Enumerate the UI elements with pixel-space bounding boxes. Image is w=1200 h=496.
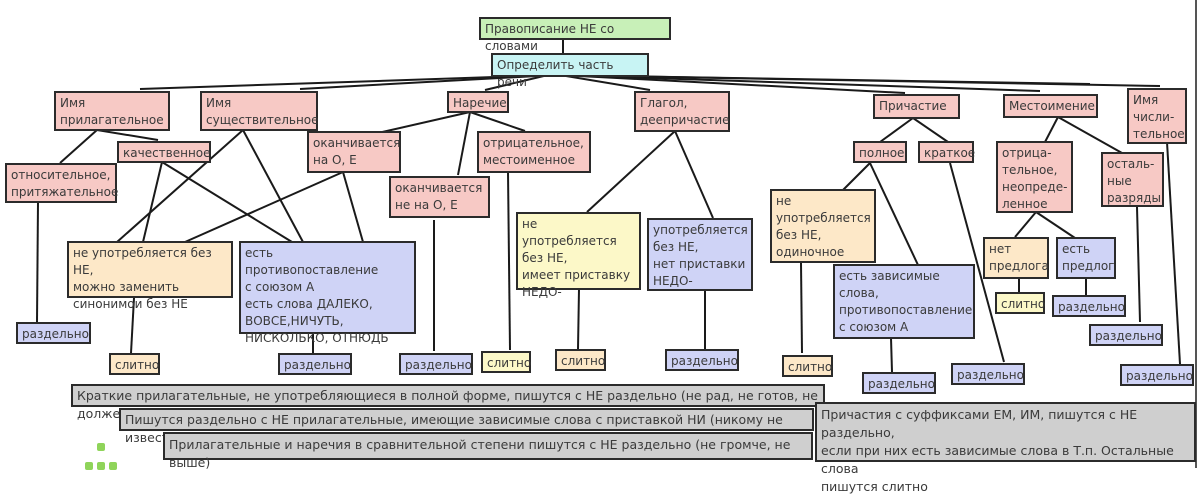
node-pronoun: Местоимение: [1003, 94, 1098, 118]
cond-verb-used: употребляется без НЕ, нет приставки НЕДО…: [647, 218, 753, 291]
canvas-edge: [1195, 0, 1197, 468]
node-participle-full: полное: [853, 141, 907, 163]
root-node: Определить часть речи: [491, 53, 649, 89]
node-participle-short: краткое: [918, 141, 975, 163]
node-adverb: Наречие: [447, 91, 509, 113]
result-separate: раздельно: [1052, 295, 1126, 317]
cond-no-preposition: нет предлога: [983, 237, 1049, 279]
result-separate: раздельно: [399, 353, 473, 375]
result-separate: раздельно: [1120, 364, 1194, 386]
diagram-title: Правописание НЕ со словами: [479, 17, 671, 53]
node-adv-negative: отрицательное, местоименное: [477, 131, 591, 173]
cond-participle-single: не употребляется без НЕ, одиночное: [770, 189, 876, 263]
result-together: слитно: [109, 353, 160, 375]
decorative-dot: [109, 462, 117, 470]
node-adjective: Имя прилагательное: [54, 91, 170, 131]
result-separate: раздельно: [862, 372, 936, 394]
cond-verb-nedo: не употребляется без НЕ, имеет приставку…: [516, 212, 641, 299]
result-together: слитно: [782, 355, 833, 377]
result-separate: раздельно: [665, 349, 739, 371]
node-numeral: Имя числи- тельное: [1127, 88, 1187, 144]
node-adj-relative: относительное, притяжательное: [5, 163, 118, 203]
result-together: слитно: [481, 351, 531, 373]
note-comparative: Прилагательные и наречия в сравнительной…: [163, 432, 813, 470]
result-separate: раздельно: [951, 363, 1025, 385]
node-participle: Причастие: [873, 94, 960, 119]
connector-lines: [36, 38, 1181, 373]
result-separate: раздельно: [16, 322, 91, 344]
decorative-dot: [97, 443, 105, 451]
decorative-dot: [85, 462, 93, 470]
node-pronoun-other: осталь- ные разряды: [1101, 152, 1164, 207]
node-adv-not-oe: оканчивается не на О, Е: [389, 176, 490, 218]
result-together: слитно: [995, 292, 1045, 314]
result-separate: раздельно: [1089, 324, 1163, 346]
node-noun: Имя существительное: [200, 91, 319, 131]
cond-no-use-synonym: не употребляется без НЕ, можно заменить …: [67, 241, 233, 311]
decorative-dot: [97, 462, 105, 470]
cond-contrast: есть противопоставление с союзом А есть …: [239, 241, 416, 345]
node-adv-ends-oe: оканчивается на О, Е: [307, 131, 401, 173]
result-separate: раздельно: [278, 353, 352, 375]
note-ni-prefix: Пишутся раздельно с НЕ прилагательные, и…: [119, 408, 814, 445]
result-together: слитно: [555, 349, 606, 371]
node-verb: Глагол, деепричастие: [634, 91, 730, 132]
node-adj-qualitative: качественное: [117, 141, 211, 163]
note-short-adjectives: Краткие прилагательные, не употребляющие…: [71, 384, 825, 421]
cond-has-preposition: есть предлог: [1056, 237, 1116, 279]
note-participle-suffixes: Причастия с суффиксами ЕМ, ИМ, пишутся с…: [815, 402, 1196, 494]
cond-participle-dependent: есть зависимые слова, противопоставление…: [833, 264, 975, 339]
node-pronoun-negative: отрица- тельное, неопреде- ленное: [996, 141, 1073, 213]
